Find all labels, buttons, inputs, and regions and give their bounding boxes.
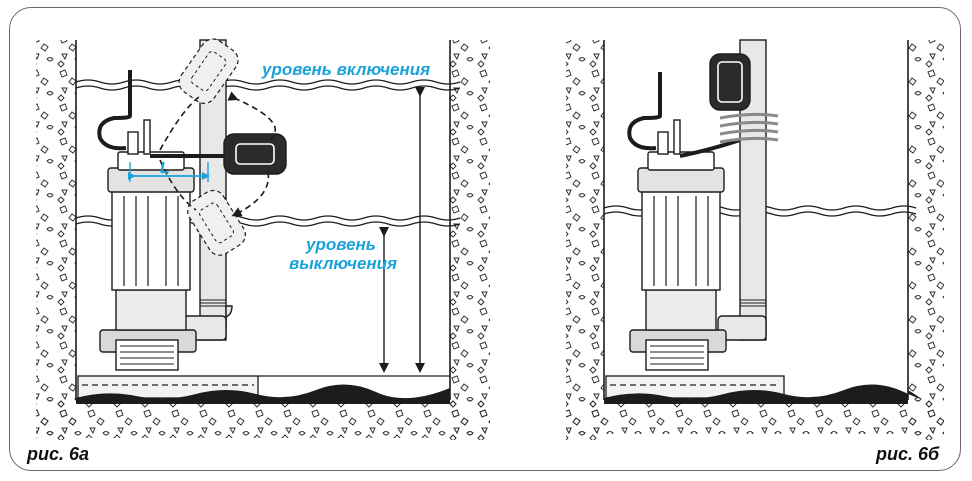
float-ghost-upper: [178, 38, 239, 104]
power-cable-b: [627, 72, 662, 151]
gravel-bottom: [36, 400, 490, 438]
float-ghost-lower: [187, 189, 246, 256]
gravel-wall-left-b: [566, 40, 604, 440]
label-L: L: [160, 160, 170, 177]
dimension-L: [128, 162, 210, 182]
power-cable: [97, 70, 132, 151]
gravel-bottom-b: [566, 400, 944, 434]
cable-coil: [719, 112, 779, 144]
height-arrows: [379, 87, 425, 373]
float-cable-b: [679, 138, 741, 158]
label-off-level-line2: выключения: [289, 254, 398, 273]
gravel-wall-right: [450, 40, 490, 440]
floor: [76, 375, 450, 404]
gravel-wall-right-b: [908, 40, 944, 440]
caption-6b: рис. 6б: [876, 444, 940, 464]
gravel-wall-left: [36, 40, 76, 440]
floor-b: [604, 375, 921, 404]
water-level-on: [75, 79, 461, 91]
label-on-level: уровень включения: [262, 60, 431, 79]
float-switch-b: [709, 53, 751, 111]
label-off-level-line1: уровень: [306, 235, 376, 254]
figure-frame: [9, 7, 961, 471]
float-switch: [223, 133, 287, 175]
pump-b: [629, 119, 727, 371]
caption-6a: рис. 6а: [27, 444, 90, 464]
swing-arrows: [159, 91, 276, 217]
